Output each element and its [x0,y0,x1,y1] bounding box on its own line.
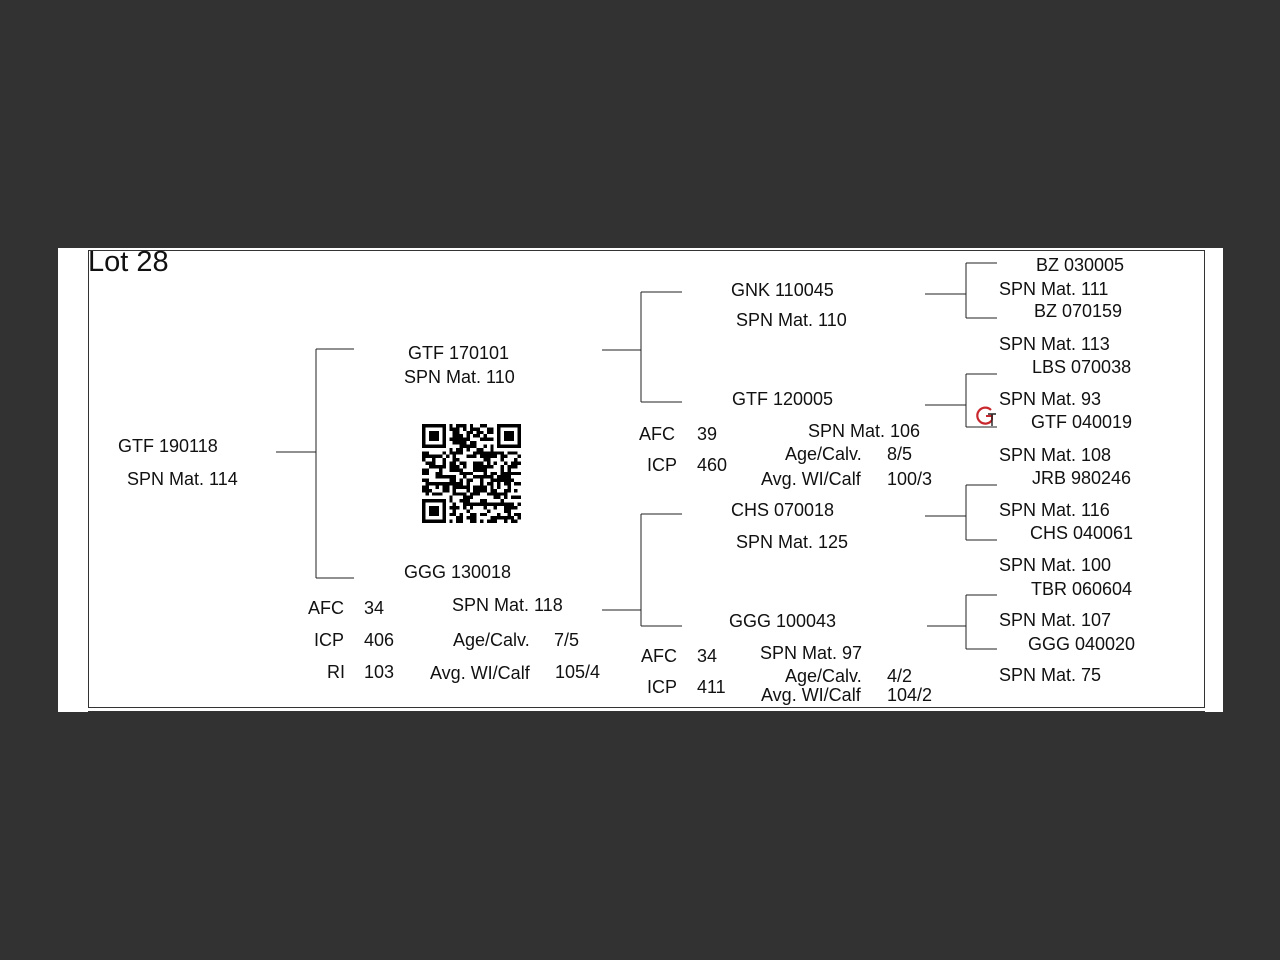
ggp-6-id: CHS 040061 [1030,523,1134,543]
dam-afc-value: 34 [364,598,385,618]
sd-age-label: Age/Calv. [785,444,862,464]
ggp-3-id: LBS 070038 [1032,357,1132,377]
dam-ri-label: RI [327,662,345,682]
sd-icp-value: 460 [697,455,728,475]
dd-age-label: Age/Calv. [785,666,862,686]
ggp-5-id: JRB 980246 [1032,468,1132,488]
sd-afc-value: 39 [697,424,718,444]
ggp-1-spn: SPN Mat. 111 [999,279,1109,299]
ggp-5-spn: SPN Mat. 116 [999,500,1110,520]
dam-icp-value: 406 [364,630,395,650]
dam-wi-label: Avg. WI/Calf [430,663,530,683]
qr-code-icon [422,424,521,523]
dd-age-value: 4/2 [887,666,913,686]
dam-id: GGG 130018 [404,562,512,582]
subject-spn: SPN Mat. 114 [127,469,238,489]
dd-afc-value: 34 [697,646,718,666]
gt-logo-icon [976,406,996,426]
ggp-7-id: TBR 060604 [1031,579,1133,599]
sd-afc-label: AFC [639,424,675,444]
ggp-1-id: BZ 030005 [1036,255,1125,275]
ggp-3-spn: SPN Mat. 93 [999,389,1102,409]
sd-wi-label: Avg. WI/Calf [761,469,861,489]
ggp-4-spn: SPN Mat. 108 [999,445,1112,465]
dd-icp-label: ICP [647,677,678,697]
ggp-7-spn: SPN Mat. 107 [999,610,1112,630]
ggp-2-id: BZ 070159 [1034,301,1123,321]
sd-age-value: 8/5 [887,444,913,464]
ggp-6-spn: SPN Mat. 100 [999,555,1112,575]
ggp-2-spn: SPN Mat. 113 [999,334,1110,354]
bottom-rule [88,711,1205,712]
sire-id: GTF 170101 [408,343,510,363]
ds-spn: SPN Mat. 125 [736,532,849,552]
sd-wi-value: 100/3 [887,469,933,489]
dam-wi-value: 105/4 [555,662,601,682]
dam-afc-label: AFC [308,598,344,618]
ggp-8-spn: SPN Mat. 75 [999,665,1102,685]
sd-icp-label: ICP [647,455,678,475]
dam-age-label: Age/Calv. [453,630,530,650]
sd-id: GTF 120005 [732,389,834,409]
dd-wi-label: Avg. WI/Calf [761,685,861,705]
ss-spn: SPN Mat. 110 [736,310,847,330]
lot-label: Lot 28 [88,246,169,278]
pedigree-frame [88,250,1205,708]
ds-id: CHS 070018 [731,500,835,520]
dam-ri-value: 103 [364,662,395,682]
sd-spn: SPN Mat. 106 [808,421,921,441]
dam-age-value: 7/5 [554,630,580,650]
dd-id: GGG 100043 [729,611,837,631]
ss-id: GNK 110045 [731,280,834,300]
sire-spn: SPN Mat. 110 [404,367,515,387]
dd-icp-value: 411 [697,677,726,697]
dam-spn: SPN Mat. 118 [452,595,563,615]
dd-wi-value: 104/2 [887,685,933,705]
dam-icp-label: ICP [314,630,345,650]
subject-id: GTF 190118 [118,436,218,456]
dd-afc-label: AFC [641,646,677,666]
ggp-8-id: GGG 040020 [1028,634,1136,654]
dd-spn: SPN Mat. 97 [760,643,863,663]
ggp-4-id: GTF 040019 [1031,412,1133,432]
